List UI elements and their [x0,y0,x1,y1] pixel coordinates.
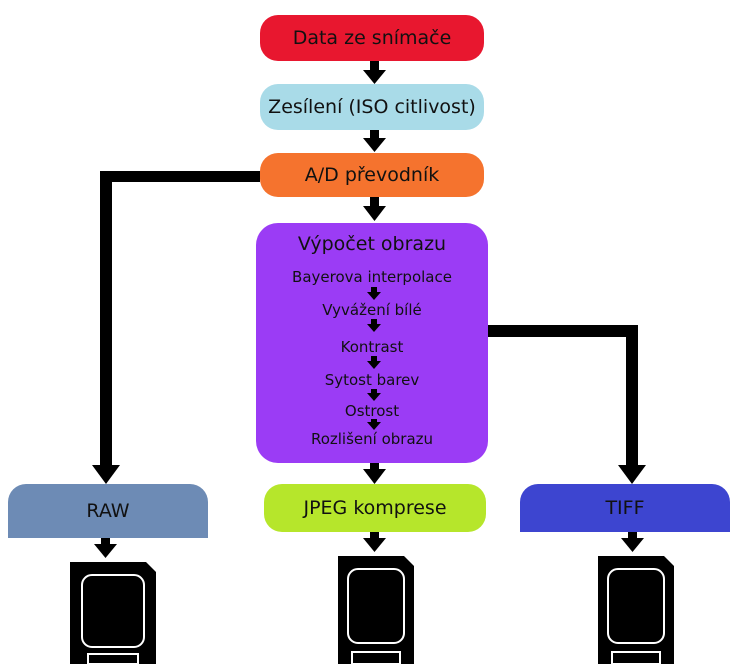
processing-step-sharpness: Ostrost [344,402,400,420]
connector-sensor-gain [370,60,379,72]
arrowhead-raw-card [94,544,117,558]
arrowhead-tiff [618,465,646,484]
stage-gain-label: Zesílení (ISO citlivost) [268,96,476,118]
output-tiff-label: TIFF [605,497,645,519]
connector-processing-jpeg [370,463,379,471]
processing-step-bayer: Bayerova interpolace [292,268,452,286]
arrowhead-processing [363,206,386,221]
arrowhead-tiff-card [621,538,644,552]
connector-jpeg-card [370,532,379,540]
stage-sensor-data: Data ze snímače [260,15,484,61]
processing-step-resolution: Rozlišení obrazu [310,430,434,448]
stage-gain: Zesílení (ISO citlivost) [260,84,484,130]
connector-tiff-card [628,532,637,540]
output-tiff: TIFF [520,484,730,532]
memory-card-icon-raw [70,562,156,664]
processing-arrows [367,287,381,430]
stage-adc-label: A/D převodník [304,164,440,186]
connector-raw-card [101,538,110,546]
connector-adc-raw-horizontal [100,171,260,182]
output-raw-label: RAW [86,500,130,522]
connector-gain-adc [370,130,379,140]
processing-title: Výpočet obrazu [297,233,447,255]
processing-step-saturation: Sytost barev [324,371,420,389]
output-jpeg-compression: JPEG komprese [264,484,486,532]
arrowhead-gain [363,70,386,84]
processing-step-white-balance: Vyvážení bílé [322,301,422,319]
stage-image-processing: Výpočet obrazu Bayerova interpolace Vyvá… [256,223,488,463]
arrowhead-raw [92,465,120,484]
output-jpeg-label: JPEG komprese [303,497,447,519]
memory-card-icon-tiff [598,556,674,664]
output-raw: RAW [8,484,208,538]
connector-processing-tiff-horizontal [488,325,638,337]
arrowhead-jpeg-card [363,538,386,552]
connector-adc-raw-vertical [100,171,112,467]
arrowhead-jpeg [363,469,386,484]
processing-step-contrast: Kontrast [340,338,404,356]
arrowhead-adc [363,138,386,152]
stage-ad-converter: A/D převodník [260,153,484,197]
connector-processing-tiff-vertical [626,325,638,467]
connector-adc-processing [370,196,379,208]
stage-sensor-label: Data ze snímače [292,27,452,49]
memory-card-icon-jpeg [338,556,414,664]
